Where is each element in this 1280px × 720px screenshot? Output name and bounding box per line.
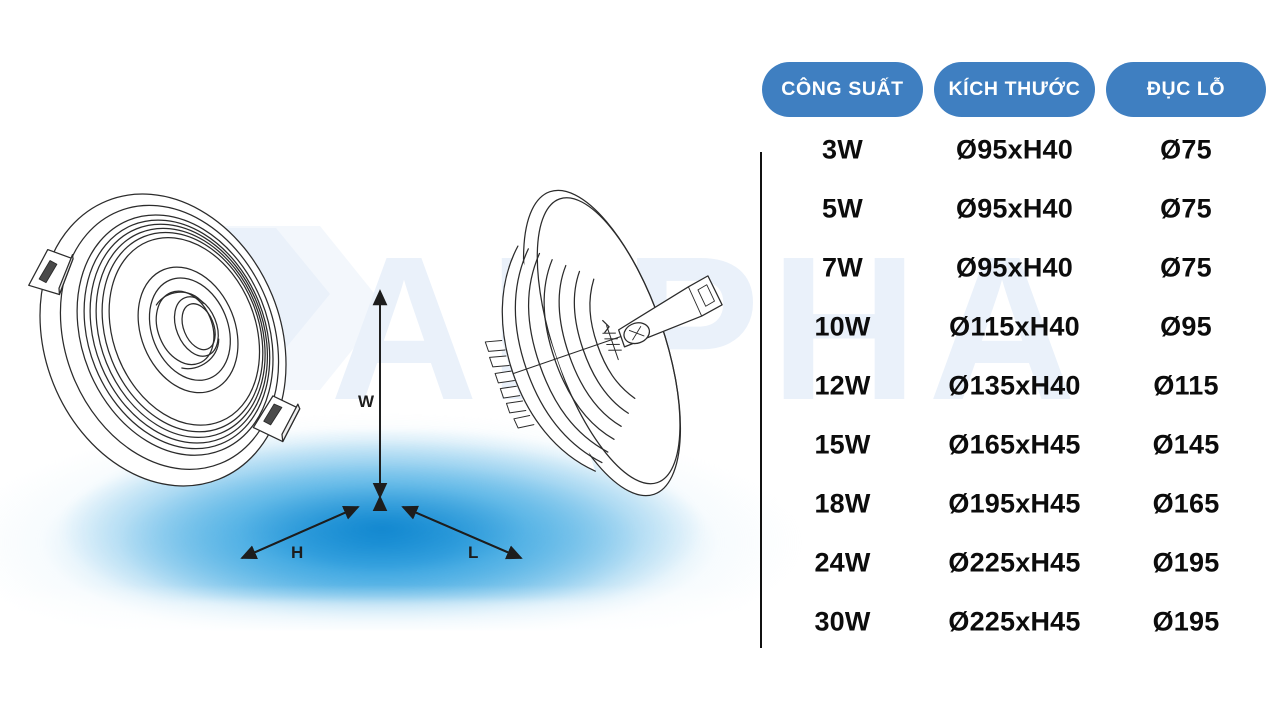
spec-cell-cutout: Ø195 [1152,606,1220,636]
table-row: 5W Ø95xH40 Ø75 [755,179,1265,238]
table-row: 15W Ø165xH45 Ø145 [755,415,1265,474]
spec-cell-power: 10W [814,311,871,341]
dimension-arrow-w: W [358,289,388,512]
spec-cell-power: 18W [814,488,871,518]
spec-cell-power: 3W [822,134,863,164]
spec-cell-size: Ø95xH40 [956,134,1073,164]
spec-cell-cutout: Ø75 [1160,193,1212,223]
table-row: 12W Ø135xH40 Ø115 [755,356,1265,415]
table-row: 30W Ø225xH45 Ø195 [755,592,1265,651]
spec-cell-size: Ø135xH40 [948,370,1081,400]
spec-cell-cutout: Ø195 [1152,547,1220,577]
led-downlight-side-illustration [484,189,723,497]
spec-cell-size: Ø225xH45 [948,547,1081,577]
dimension-arrow-h: H [240,505,360,562]
spec-cell-size: Ø195xH45 [948,488,1081,518]
column-header-cutout: ĐỤC LỖ [1106,62,1266,117]
spec-cell-cutout: Ø115 [1153,370,1219,400]
dimension-arrow-l: L [401,505,523,562]
spec-cell-size: Ø165xH45 [948,429,1081,459]
spec-cell-cutout: Ø75 [1160,252,1212,282]
spec-cell-cutout: Ø95 [1160,311,1212,341]
spec-cell-power: 30W [814,606,871,636]
spec-cell-power: 5W [822,193,863,223]
table-row: 18W Ø195xH45 Ø165 [755,474,1265,533]
led-downlight-front-illustration [28,193,301,487]
spec-cell-size: Ø225xH45 [948,606,1081,636]
table-row: 3W Ø95xH40 Ø75 [755,120,1265,179]
dimension-label-l: L [468,543,478,562]
dimension-label-h: H [291,543,303,562]
spec-cell-cutout: Ø145 [1152,429,1220,459]
table-header-row: CÔNG SUẤT KÍCH THƯỚC ĐỤC LỖ [755,62,1266,120]
column-header-size: KÍCH THƯỚC [934,62,1095,117]
table-row: 10W Ø115xH40 Ø95 [755,297,1265,356]
column-header-power: CÔNG SUẤT [762,62,923,117]
spec-cell-size: Ø95xH40 [956,193,1073,223]
glow-fade-mask [0,585,770,645]
table-row: 7W Ø95xH40 Ø75 [755,238,1265,297]
dimension-annotations: W H L [240,289,523,562]
spec-cell-size: Ø95xH40 [956,252,1073,282]
spec-cell-power: 24W [814,547,871,577]
spec-cell-power: 7W [822,252,863,282]
dimension-label-w: W [358,392,375,411]
table-row: 24W Ø225xH45 Ø195 [755,533,1265,592]
spec-cell-cutout: Ø165 [1152,488,1220,518]
spec-cell-cutout: Ø75 [1160,134,1212,164]
spec-cell-power: 15W [814,429,871,459]
spec-cell-power: 12W [814,370,871,400]
spec-cell-size: Ø115xH40 [949,311,1080,341]
